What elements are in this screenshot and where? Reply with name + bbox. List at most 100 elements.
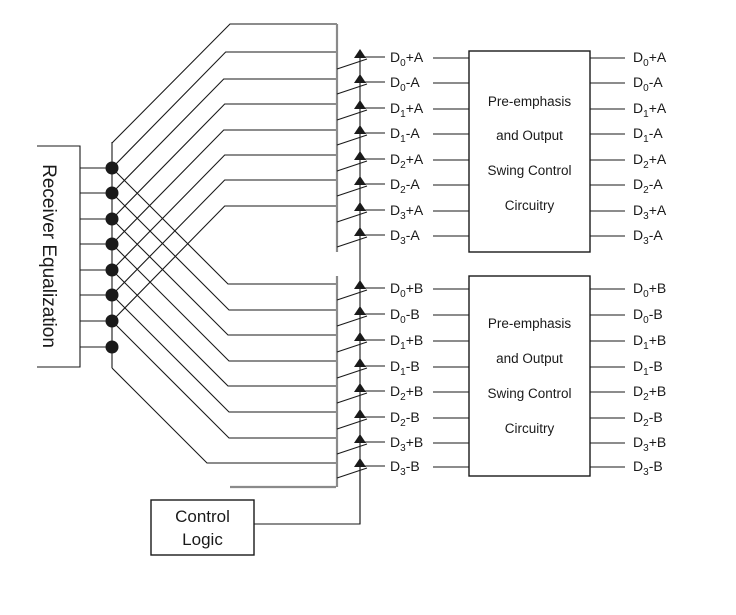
receiver-equalization-label: Receiver Equalization (38, 164, 59, 348)
switch-blade-B-3 (336, 367, 368, 379)
output-label-A-7: D3-A (633, 227, 663, 247)
switch-arrow-A-3 (354, 125, 366, 134)
switch-blade-A-4 (336, 160, 368, 172)
block-a-line-4: Circuitry (505, 198, 555, 213)
switch-blade-A-6 (336, 211, 368, 223)
crosspoint-path-b-5 (111, 294, 337, 413)
switch-blade-A-5 (336, 185, 368, 197)
switch-blade-B-0 (336, 289, 368, 301)
output-label-A-3: D1-A (633, 125, 663, 145)
output-label-B-7: D3-B (633, 458, 663, 478)
switch-arrow-B-2 (354, 332, 366, 341)
signal-label-A-2: D1+A (390, 100, 424, 120)
switch-blade-A-0 (336, 58, 368, 70)
signal-label-B-1: D0-B (390, 306, 420, 326)
crosspoint-path-b-0 (111, 167, 337, 285)
signal-label-B-3: D1-B (390, 358, 420, 378)
switch-arrow-B-5 (354, 409, 366, 418)
switch-arrow-B-6 (354, 434, 366, 443)
junction-dot-7 (105, 340, 119, 354)
switch-blade-A-1 (336, 83, 368, 95)
crosspoint-path-b-7 (111, 367, 337, 464)
receiver-box-outline (37, 145, 81, 368)
switch-arrow-A-4 (354, 151, 366, 160)
output-label-B-4: D2+B (633, 383, 666, 403)
output-label-A-4: D2+A (633, 151, 667, 171)
switch-arrow-A-0 (354, 49, 366, 58)
switch-blade-A-3 (336, 134, 368, 146)
switch-arrow-A-7 (354, 227, 366, 236)
signal-label-B-6: D3+B (390, 434, 423, 454)
control-logic-block: Control Logic (150, 466, 361, 556)
crosspoint-path-b-1 (111, 192, 337, 311)
receiver-equalization-block: Receiver Equalization (37, 145, 81, 368)
signal-label-A-1: D0-A (390, 74, 420, 94)
preemphasis-box-a (468, 50, 591, 253)
crosspoint-path-a-2 (111, 78, 337, 194)
output-block-a: Pre-emphasis and Output Swing Control Ci… (468, 50, 591, 253)
signal-label-B-7: D3-B (390, 458, 420, 478)
crosspoint-path-a-1 (111, 51, 337, 169)
crosspoint-path-a-7 (111, 205, 337, 322)
switch-blade-B-6 (336, 443, 368, 455)
switch-arrow-B-4 (354, 383, 366, 392)
crosspoint-path-b-2 (111, 218, 337, 336)
control-logic-line-2: Logic (182, 530, 223, 549)
switch-arrow-B-0 (354, 280, 366, 289)
signal-label-B-2: D1+B (390, 332, 423, 352)
output-label-A-1: D0-A (633, 74, 663, 94)
junction-dot-6 (105, 314, 119, 328)
crosspoint-path-a-3 (111, 103, 337, 220)
signal-label-B-0: D0+B (390, 280, 423, 300)
signal-label-A-7: D3-A (390, 227, 420, 247)
block-a-line-1: Pre-emphasis (488, 94, 572, 109)
junction-dot-1 (105, 186, 119, 200)
signal-label-A-5: D2-A (390, 176, 420, 196)
crosspoint-path-b-6 (111, 320, 337, 439)
switch-blade-B-4 (336, 392, 368, 404)
output-label-B-1: D0-B (633, 306, 663, 326)
crosspoint-path-a-5 (111, 154, 337, 271)
switch-blade-B-1 (336, 315, 368, 327)
switch-blade-B-2 (336, 341, 368, 353)
switch-blade-A-7 (336, 236, 368, 248)
output-label-B-5: D2-B (633, 409, 663, 429)
output-label-A-0: D0+A (633, 49, 667, 69)
signal-label-A-3: D1-A (390, 125, 420, 145)
junction-dot-5 (105, 288, 119, 302)
output-label-B-3: D1-B (633, 358, 663, 378)
switch-arrow-B-3 (354, 358, 366, 367)
junction-dot-2 (105, 212, 119, 226)
switch-blade-B-7 (336, 467, 368, 479)
control-line (254, 466, 361, 525)
block-a-line-3: Swing Control (487, 163, 571, 178)
crosspoint-path-a-0 (111, 23, 337, 144)
output-label-A-6: D3+A (633, 202, 667, 222)
block-b-line-1: Pre-emphasis (488, 316, 572, 331)
output-block-b: Pre-emphasis and Output Swing Control Ci… (468, 275, 591, 477)
switch-arrow-A-2 (354, 100, 366, 109)
signal-label-A-4: D2+A (390, 151, 424, 171)
signal-label-A-6: D3+A (390, 202, 424, 222)
signal-label-B-4: D2+B (390, 383, 423, 403)
block-a-line-2: and Output (496, 128, 563, 143)
junction-dot-0 (105, 161, 119, 175)
switch-arrow-A-5 (354, 176, 366, 185)
junction-dot-4 (105, 263, 119, 277)
switch-arrow-A-1 (354, 74, 366, 83)
output-label-A-2: D1+A (633, 100, 667, 120)
switch-arrow-B-7 (354, 458, 366, 467)
signal-label-B-5: D2-B (390, 409, 420, 429)
crosspoint-path-b-3 (111, 243, 337, 362)
preemphasis-box-b (468, 275, 591, 477)
block-b-line-3: Swing Control (487, 386, 571, 401)
switch-arrow-B-1 (354, 306, 366, 315)
junction-dot-3 (105, 237, 119, 251)
output-label-B-6: D3+B (633, 434, 666, 454)
switch-blade-A-2 (336, 109, 368, 121)
output-label-B-0: D0+B (633, 280, 666, 300)
control-logic-box (150, 499, 255, 556)
crosspoint-path-b-4 (111, 269, 337, 387)
